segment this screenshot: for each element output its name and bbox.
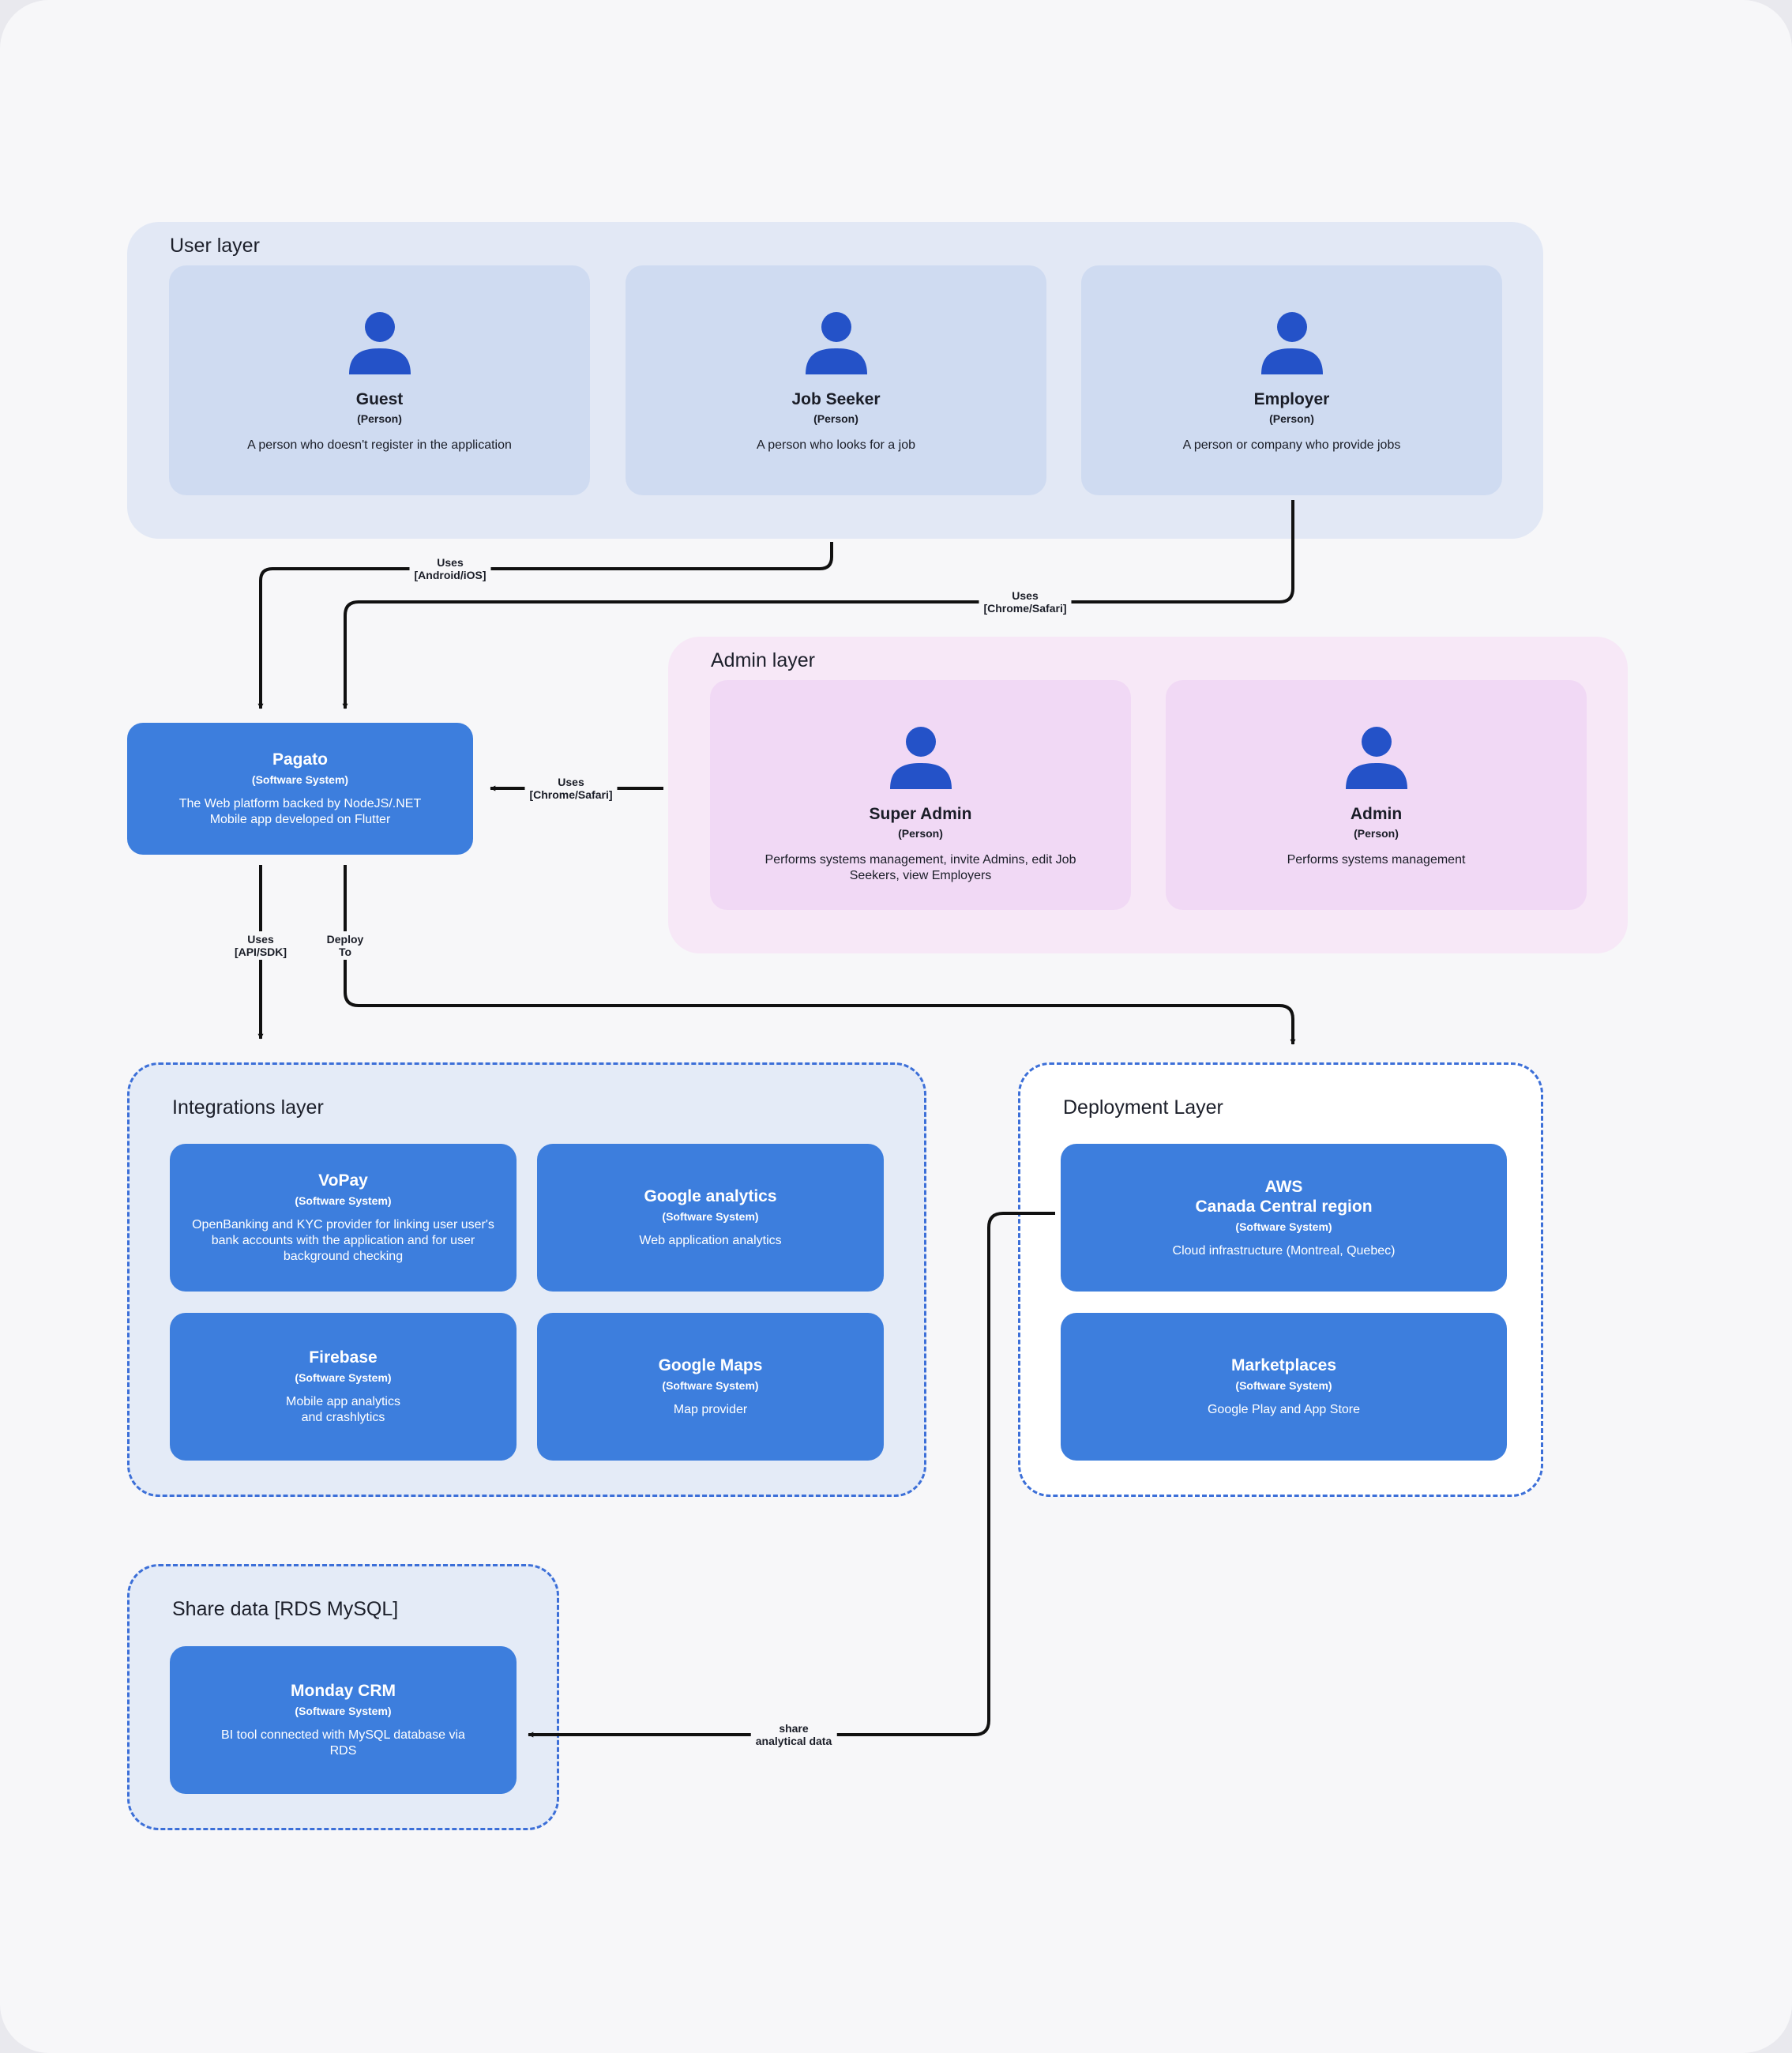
super-admin-desc: Performs systems management, invite Admi… [765, 853, 1076, 882]
pagato-system[interactable]: Pagato (Software System) The Web platfor… [127, 723, 473, 855]
aws-type: (Software System) [1235, 1220, 1332, 1233]
admin-card[interactable]: Admin (Person) Performs systems manageme… [1166, 680, 1587, 910]
edge-employer-pagato [342, 500, 1294, 709]
google-analytics-system[interactable]: Google analytics (Software System) Web a… [537, 1144, 884, 1292]
firebase-desc: Mobile app analytics and crashlytics [286, 1394, 400, 1426]
firebase-type: (Software System) [295, 1371, 392, 1384]
person-icon [889, 727, 952, 789]
google-maps-desc: Map provider [673, 1403, 748, 1416]
firebase-system[interactable]: Firebase (Software System) Mobile app an… [170, 1313, 517, 1461]
employer-type: (Person) [1269, 412, 1314, 425]
vopay-type: (Software System) [295, 1194, 392, 1207]
marketplaces-desc: Google Play and App Store [1207, 1403, 1361, 1416]
edge-label-api-sdk: Uses[API/SDK] [229, 931, 292, 960]
person-icon [1345, 727, 1407, 789]
google-analytics-desc: Web application analytics [639, 1234, 782, 1247]
user-layer-title: User layer [170, 235, 260, 257]
vopay-desc: OpenBanking and KYC provider for linking… [192, 1218, 494, 1263]
person-icon [348, 312, 411, 374]
guest-desc: A person who doesn't register in the app… [247, 438, 512, 452]
pagato-type: (Software System) [251, 773, 349, 786]
monday-crm-name: Monday CRM [291, 1682, 396, 1700]
edge-label-android-ios: Uses[Android/iOS] [409, 555, 491, 583]
monday-crm-desc: BI tool connected with MySQL database vi… [221, 1728, 465, 1758]
super-admin-name: Super Admin [869, 805, 972, 823]
guest-card[interactable]: Guest (Person) A person who doesn't regi… [169, 265, 590, 495]
google-maps-system[interactable]: Google Maps (Software System) Map provid… [537, 1313, 884, 1461]
integrations-layer-title: Integrations layer [172, 1096, 324, 1119]
vopay-name: VoPay [318, 1171, 368, 1190]
admin-type: (Person) [1354, 827, 1399, 840]
pagato-name: Pagato [272, 750, 328, 769]
aws-name: AWS Canada Central region [1195, 1177, 1372, 1216]
firebase-desc-line1: Mobile app analytics [286, 1395, 400, 1408]
deployment-layer-title: Deployment Layer [1063, 1096, 1223, 1119]
marketplaces-type: (Software System) [1235, 1379, 1332, 1392]
aws-name-line2: Canada Central region [1195, 1197, 1373, 1216]
aws-desc: Cloud infrastructure (Montreal, Quebec) [1172, 1243, 1396, 1258]
google-maps-type: (Software System) [662, 1379, 759, 1392]
super-admin-type: (Person) [898, 827, 943, 840]
edge-label-chrome-safari-employer: Uses[Chrome/Safari] [979, 588, 1072, 616]
monday-crm-type: (Software System) [295, 1705, 392, 1717]
job-seeker-desc: A person who looks for a job [756, 438, 915, 452]
firebase-desc-line2: and crashlytics [301, 1411, 385, 1424]
person-icon [805, 312, 867, 374]
share-data-layer-title: Share data [RDS MySQL] [172, 1598, 399, 1620]
marketplaces-system[interactable]: Marketplaces (Software System) Google Pl… [1061, 1313, 1507, 1461]
marketplaces-name: Marketplaces [1230, 1356, 1337, 1374]
google-maps-name: Google Maps [658, 1356, 763, 1374]
guest-type: (Person) [357, 412, 402, 425]
super-admin-card[interactable]: Super Admin (Person) Performs systems ma… [710, 680, 1131, 910]
job-seeker-name: Job Seeker [791, 390, 881, 408]
job-seeker-type: (Person) [813, 412, 858, 425]
employer-card[interactable]: Employer (Person) A person or company wh… [1081, 265, 1502, 495]
google-analytics-name: Google analytics [644, 1187, 777, 1205]
admin-name: Admin [1350, 805, 1403, 823]
pagato-desc: The Web platform backed by NodeJS/.NET M… [179, 796, 422, 828]
aws-name-line1: AWS [1264, 1177, 1303, 1196]
admin-desc: Performs systems management [1287, 853, 1466, 867]
edge-jobseeker-pagato [257, 542, 833, 709]
employer-desc: A person or company who provide jobs [1182, 438, 1401, 452]
monday-crm-system[interactable]: Monday CRM (Software System) BI tool con… [170, 1646, 517, 1794]
google-analytics-type: (Software System) [662, 1210, 759, 1223]
job-seeker-card[interactable]: Job Seeker (Person) A person who looks f… [626, 265, 1046, 495]
edge-pagato-deployment [344, 865, 1296, 1045]
edge-aws-monday [528, 1212, 1055, 1738]
edge-label-chrome-safari-admin: Uses[Chrome/Safari] [524, 774, 618, 803]
pagato-desc-line2: Mobile app developed on Flutter [209, 813, 391, 826]
person-icon [1260, 312, 1323, 374]
firebase-name: Firebase [309, 1348, 378, 1367]
guest-name: Guest [355, 390, 404, 408]
employer-name: Employer [1253, 390, 1330, 408]
admin-layer-title: Admin layer [711, 649, 815, 671]
vopay-system[interactable]: VoPay (Software System) OpenBanking and … [170, 1144, 517, 1292]
aws-system[interactable]: AWS Canada Central region (Software Syst… [1061, 1144, 1507, 1292]
pagato-desc-line1: The Web platform backed by NodeJS/.NET [178, 797, 422, 810]
